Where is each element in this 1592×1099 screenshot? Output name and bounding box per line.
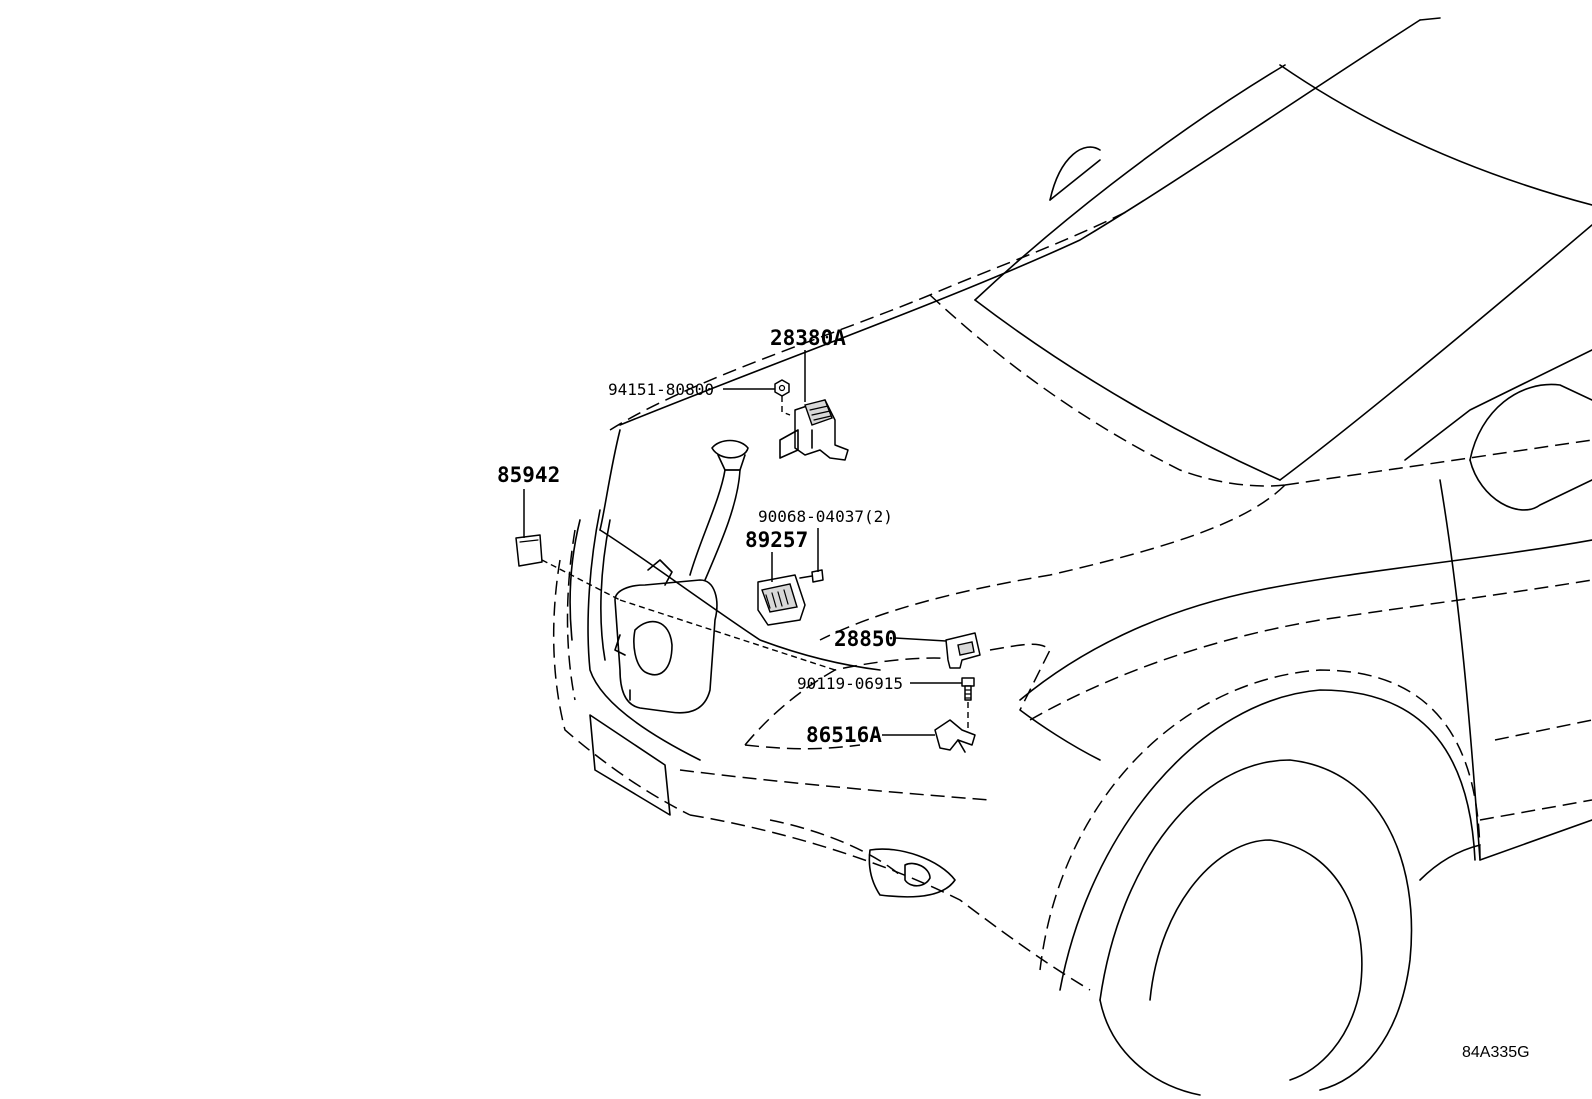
callout-90068-04037: 90068-04037(2): [758, 507, 893, 526]
callout-94151-80800: 94151-80800: [608, 380, 714, 399]
vehicle-outline: [552, 17, 1592, 1096]
diagram-code: 84A335G: [1462, 1044, 1530, 1061]
washer-tank: [614, 439, 749, 714]
part-90068-screw: [799, 569, 824, 583]
part-90119-bolt: [961, 677, 975, 730]
callout-labels: 28380A 94151-80800 85942 90068-04037(2) …: [497, 326, 903, 747]
part-28380A-relay: [779, 399, 849, 461]
callout-85942: 85942: [497, 463, 560, 487]
part-89257-module: [757, 574, 806, 626]
callout-28850: 28850: [834, 627, 897, 651]
callout-89257: 89257: [745, 528, 808, 552]
callout-86516A: 86516A: [806, 723, 882, 747]
part-28850-sensor: [945, 632, 981, 669]
part-85942: [515, 534, 621, 601]
part-94151-nut: [774, 379, 791, 416]
callout-90119-06915: 90119-06915: [797, 674, 903, 693]
callout-28380A: 28380A: [770, 326, 846, 350]
leader-lines: [523, 350, 962, 736]
part-86516A-bracket: [934, 719, 976, 753]
